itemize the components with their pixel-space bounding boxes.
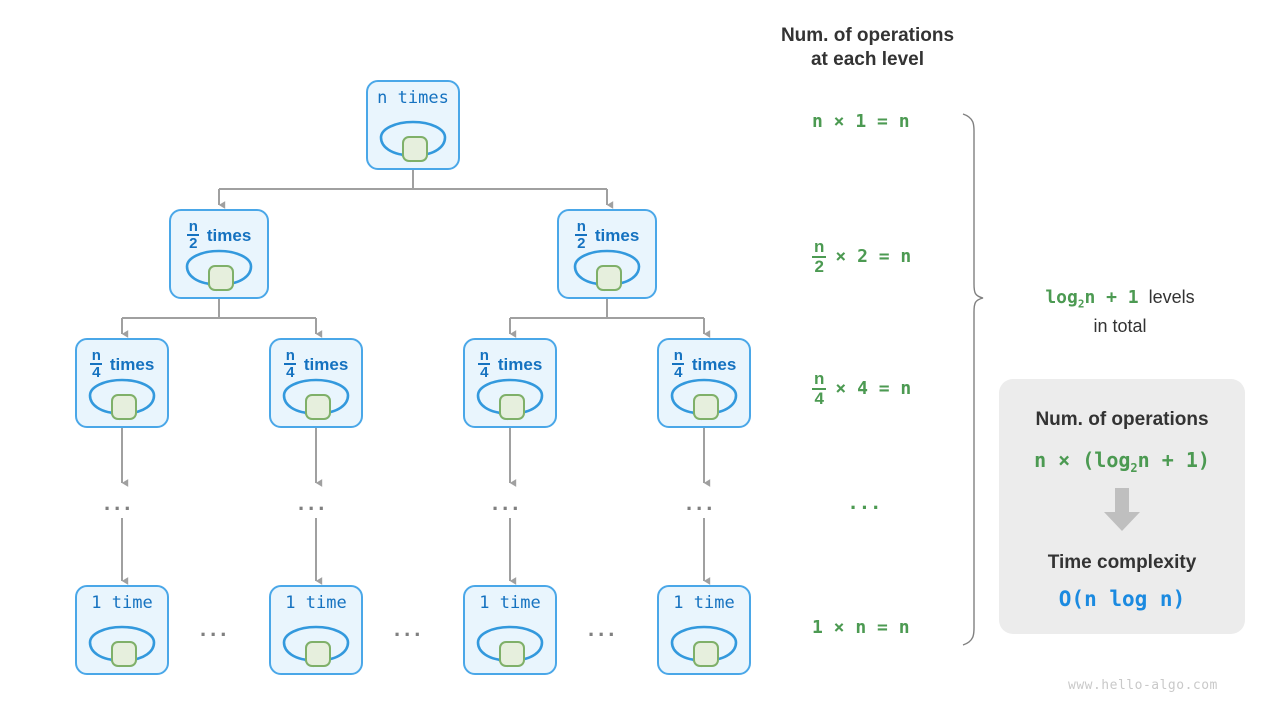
card-heading-operations: Num. of operations (1035, 409, 1209, 430)
down-arrow-icon (1103, 488, 1141, 537)
header-line-1: Num. of operations (780, 25, 955, 46)
equation-ellipsis: ··· (850, 495, 884, 520)
node-label: n 4 times (659, 348, 749, 381)
tree-node-l3a[interactable]: n 4 times (75, 338, 169, 428)
node-label: n 2 times (559, 219, 655, 252)
node-label-suffix: times (497, 354, 543, 374)
tree-node-l3d[interactable]: n 4 times (657, 338, 751, 428)
node-label: n 4 times (77, 348, 167, 381)
self-loop-icon (368, 116, 458, 163)
levels-formula: log2n + 1 (1045, 287, 1139, 311)
levels-line-2: in total (1093, 315, 1147, 336)
card-operations-formula: n × (log2n + 1) (1034, 448, 1210, 475)
tree-node-l4c[interactable]: 1 time (463, 585, 557, 675)
self-loop-icon (659, 621, 749, 668)
equation-text: n × 1 = n (812, 111, 910, 132)
node-label-suffix: times (691, 354, 737, 374)
tree-node-root[interactable]: n times (366, 80, 460, 170)
card-complexity-value: O(n log n) (1058, 587, 1186, 611)
node-label: 1 time (285, 593, 347, 613)
leaf-ellipsis-1: ... (200, 616, 231, 641)
self-loop-icon (271, 374, 361, 421)
equation-level-2: n 2 × 2 = n (812, 238, 911, 276)
node-label: n 4 times (271, 348, 361, 381)
leaf-ellipsis-3: ... (588, 616, 619, 641)
node-label: n times (377, 88, 449, 108)
fraction: n 4 (284, 347, 297, 382)
fraction: n 4 (478, 347, 491, 382)
leaf-ellipsis-2: ... (394, 616, 425, 641)
self-loop-icon (465, 621, 555, 668)
self-loop-icon (559, 245, 655, 292)
node-label-suffix: times (594, 225, 640, 245)
fraction: n 4 (90, 347, 103, 382)
node-label-suffix: times (109, 354, 155, 374)
fraction: n 2 (812, 237, 826, 276)
self-loop-icon (271, 621, 361, 668)
total-levels-note: log2n + 1 levels in total (990, 284, 1250, 339)
node-label: 1 time (479, 593, 541, 613)
tree-node-l2b[interactable]: n 2 times (557, 209, 657, 299)
operations-column-header: Num. of operations at each level (760, 24, 975, 73)
node-label: n 4 times (465, 348, 555, 381)
header-line-2: at each level (810, 49, 925, 71)
node-label: 1 time (673, 593, 735, 613)
fraction: n 2 (575, 218, 588, 253)
tree-node-l3c[interactable]: n 4 times (463, 338, 557, 428)
tree-node-l2a[interactable]: n 2 times (169, 209, 269, 299)
equation-text: 1 × n = n (812, 617, 910, 638)
self-loop-icon (77, 374, 167, 421)
tree-node-l4d[interactable]: 1 time (657, 585, 751, 675)
self-loop-icon (77, 621, 167, 668)
vertical-ellipsis-1: ... (104, 490, 135, 515)
equation-text: × 4 = n (835, 377, 912, 399)
card-heading-complexity: Time complexity (1047, 552, 1197, 573)
levels-word: levels (1148, 287, 1195, 307)
levels-brace (962, 113, 984, 646)
node-label: n 2 times (171, 219, 267, 252)
equation-level-3: n 4 × 4 = n (812, 370, 911, 408)
self-loop-icon (171, 245, 267, 292)
self-loop-icon (659, 374, 749, 421)
node-label-suffix: times (206, 225, 252, 245)
vertical-ellipsis-3: ... (492, 490, 523, 515)
summary-card: Num. of operations n × (log2n + 1) Time … (999, 379, 1245, 634)
fraction: n 2 (187, 218, 200, 253)
fraction: n 4 (812, 369, 826, 408)
self-loop-icon (465, 374, 555, 421)
equation-level-last: 1 × n = n (812, 619, 910, 637)
tree-node-l4a[interactable]: 1 time (75, 585, 169, 675)
vertical-ellipsis-4: ... (686, 490, 717, 515)
fraction: n 4 (672, 347, 685, 382)
node-label-suffix: times (303, 354, 349, 374)
equation-text: × 2 = n (835, 245, 912, 267)
node-label: 1 time (91, 593, 153, 613)
tree-node-l3b[interactable]: n 4 times (269, 338, 363, 428)
tree-node-l4b[interactable]: 1 time (269, 585, 363, 675)
equation-level-1: n × 1 = n (812, 113, 910, 131)
watermark: www.hello-algo.com (1068, 678, 1218, 693)
vertical-ellipsis-2: ... (298, 490, 329, 515)
